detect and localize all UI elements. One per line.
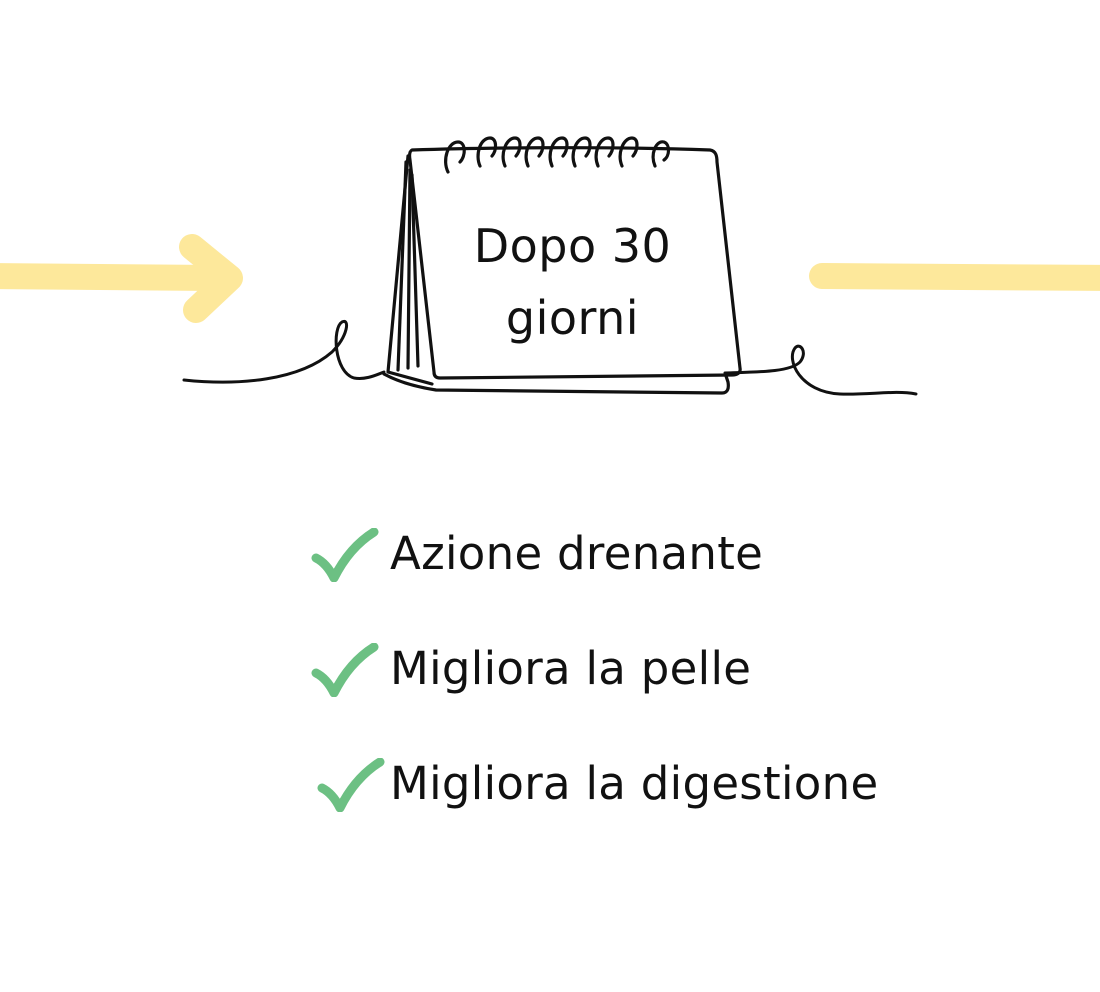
calendar-label-line2: giorni bbox=[505, 291, 640, 345]
checkmark-icon bbox=[317, 758, 385, 812]
right-line-icon bbox=[809, 263, 1100, 291]
calendar-label-line1: Dopo 30 bbox=[473, 219, 672, 273]
calendar-illustration bbox=[0, 136, 1100, 396]
arrow-right-icon bbox=[0, 234, 243, 323]
calendar-label: Dopo 30 giorni bbox=[440, 210, 705, 354]
calendar-icon bbox=[382, 136, 742, 395]
benefit-label: Migliora la digestione bbox=[390, 757, 879, 810]
checkmark-icon bbox=[311, 643, 379, 697]
ground-line-icon bbox=[182, 319, 918, 396]
checkmark-icon bbox=[311, 528, 379, 582]
benefit-label: Azione drenante bbox=[390, 527, 764, 580]
benefit-label: Migliora la pelle bbox=[390, 642, 752, 695]
